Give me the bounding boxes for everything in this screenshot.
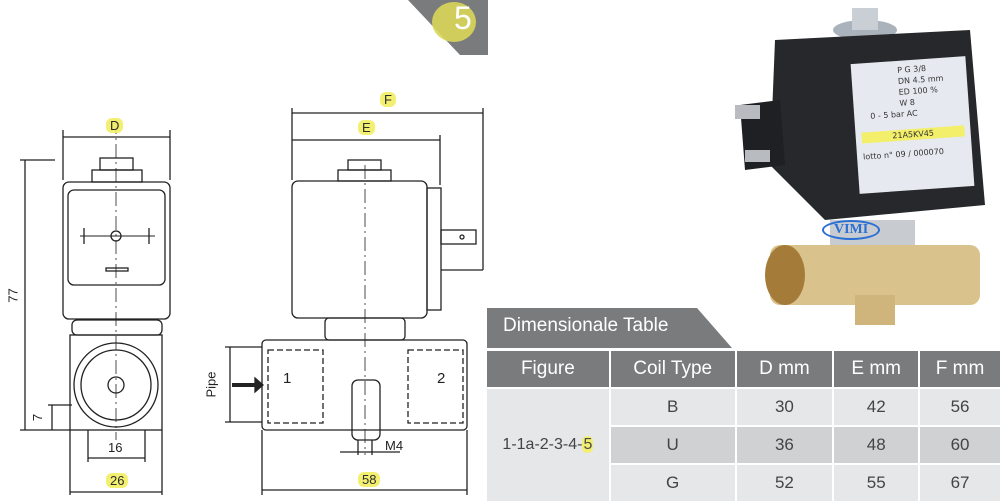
cell-coil: B [610,387,737,425]
table-title: Dimensionale Table [503,315,669,336]
cell-coil: G [610,463,737,501]
col-header-d: D mm [736,351,835,387]
cell-f: 56 [920,387,1000,425]
cell-d: 52 [736,463,835,501]
cell-e: 48 [834,425,921,463]
dim-label-inner-width: 16 [108,440,123,455]
table-row: 1-1a-2-3-4-5 B 30 42 56 [487,387,1000,501]
figure-list: 1-1a-2-3-4- [502,436,583,453]
table-title-tab: Dimensionale Table [487,308,732,348]
dim-label-offset: 7 [30,413,46,422]
model-code: 21A5KV45 [861,125,965,144]
port-label-in: 1 [283,370,292,387]
dim-label-length: 58 [358,472,381,487]
lot-number: lotto n° 09 / 000070 [862,146,945,162]
col-header-coil-type: Coil Type [610,351,737,387]
cell-e: 55 [834,463,921,501]
col-header-figure: Figure [487,351,611,387]
figure-highlight: 5 [582,436,594,453]
col-header-f: F mm [920,351,1000,387]
dim-label-height: 77 [5,288,21,303]
dim-label-d: D [106,118,124,133]
page-number: 5 [454,0,472,36]
table-row: U 36 48 60 [487,425,1000,463]
table-row: G 52 55 67 [487,463,1000,501]
cell-f: 67 [920,463,1000,501]
table-header-row: Figure Coil Type D mm E mm F mm [487,351,1000,387]
dim-label-pipe: Pipe [203,371,219,398]
figure-cell: 1-1a-2-3-4-5 [487,387,611,501]
port-label-out: 2 [437,370,446,387]
product-label-plate: P G 3/8 DN 4.5 mm ED 100 % W 8 0 - 5 bar… [850,56,975,194]
dimension-table: Figure Coil Type D mm E mm F mm 1-1a-2-3… [487,351,1000,501]
dim-label-f: F [380,92,396,107]
watermark: VIMI [822,220,881,240]
dim-label-thread: M4 [385,438,404,453]
cell-d: 36 [736,425,835,463]
side-view-drawing: F E Pipe 1 2 M4 58 [200,80,490,500]
cell-f: 60 [920,425,1000,463]
cell-d: 30 [736,387,835,425]
col-header-e: E mm [834,351,921,387]
page-number-badge: 5 [408,0,488,55]
cell-coil: U [610,425,737,463]
cell-e: 42 [834,387,921,425]
dim-label-e: E [358,120,375,135]
front-view-drawing: D 77 7 16 26 [0,100,200,500]
product-photo: P G 3/8 DN 4.5 mm ED 100 % W 8 0 - 5 bar… [730,5,1000,325]
dim-label-outer-width: 26 [106,473,129,488]
